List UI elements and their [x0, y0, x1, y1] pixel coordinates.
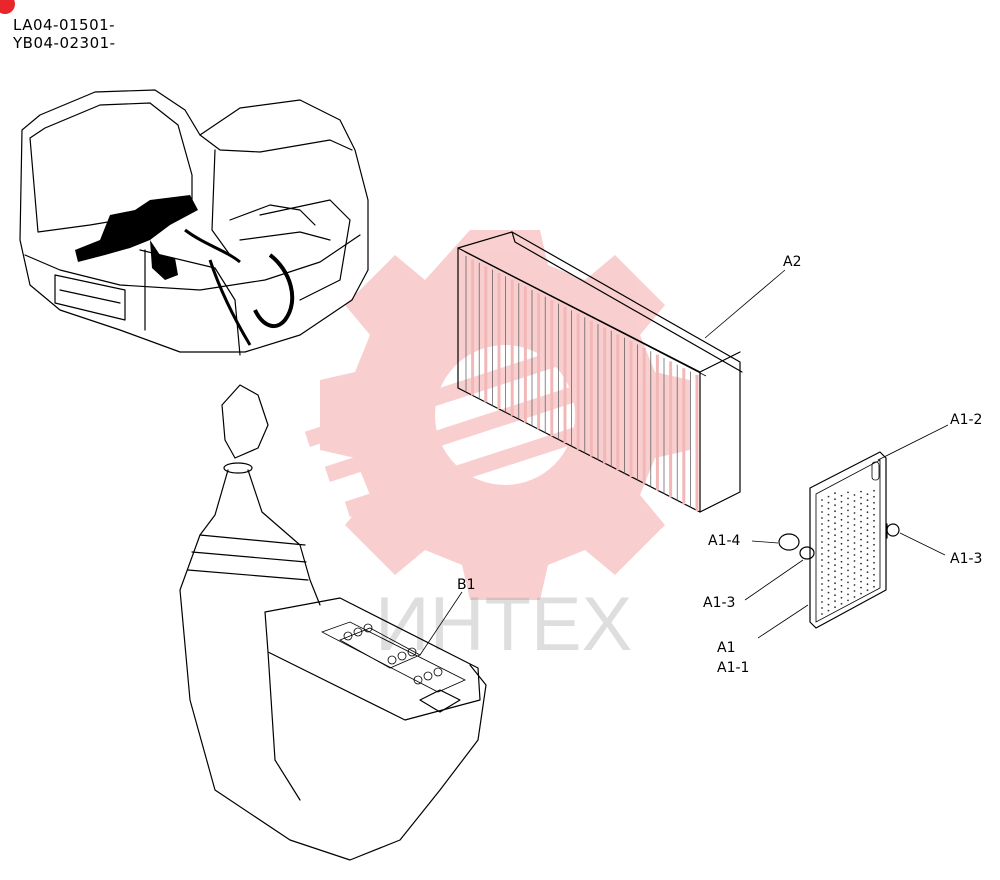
callout-a1-2: A1-2: [950, 412, 982, 428]
serial-range-1: LA04-01501-: [13, 16, 116, 34]
console-buttons: [343, 623, 443, 685]
console-b1: [179, 384, 487, 861]
callout-a1-4: A1-4: [708, 533, 741, 549]
callout-a1-3-right: A1-3: [950, 551, 982, 567]
callout-a1-1: A1-1: [717, 660, 749, 676]
callout-b1: B1: [457, 577, 476, 593]
corner-marker-icon: [0, 0, 15, 14]
serial-range-2: YB04-02301-: [13, 34, 116, 52]
watermark-text: ИНТЕХ: [375, 582, 632, 667]
callout-a2: A2: [783, 254, 801, 270]
filter-cover-a1: [778, 451, 900, 629]
watermark-logo: [304, 230, 690, 600]
knob-icon: [778, 533, 800, 551]
leader-lines: [419, 269, 949, 656]
cab-drawing: [19, 89, 369, 356]
filter-fins: [465, 256, 699, 511]
screw-icon: [799, 546, 815, 560]
cover-perforation: [821, 489, 875, 615]
callout-a1: A1: [717, 640, 735, 656]
filter-element-a2: [457, 231, 743, 513]
callout-a1-3-left: A1-3: [703, 595, 735, 611]
screw-icon: [886, 523, 900, 537]
